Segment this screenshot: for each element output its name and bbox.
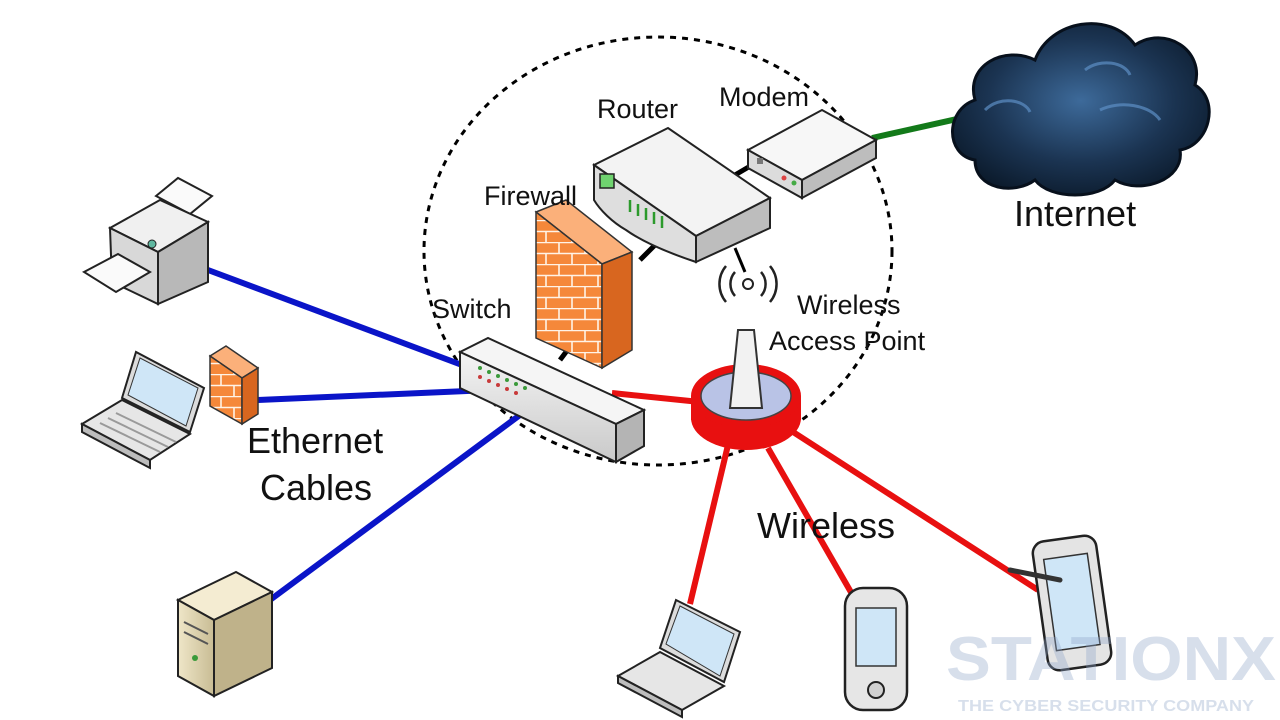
pda-icon	[843, 586, 909, 712]
stationx-watermark: STATIONX THE CYBER SECURITY COMPANY	[946, 625, 1276, 715]
firewall-label: Firewall	[484, 181, 577, 211]
ethernet-cable-printer	[206, 267, 472, 371]
firewall-icon	[534, 199, 634, 370]
modem-label: Modem	[719, 82, 809, 112]
wireless-link-laptop	[687, 444, 731, 605]
wap-label-line1: Wireless	[797, 290, 901, 320]
watermark-tagline: THE CYBER SECURITY COMPANY	[958, 698, 1254, 715]
firewall-router-link	[638, 243, 657, 262]
ethernet-cable-server	[268, 412, 522, 603]
router-ap-link	[733, 247, 747, 273]
router-label: Router	[597, 94, 678, 124]
switch-icon	[457, 336, 647, 464]
firewall-icon	[208, 345, 260, 426]
watermark-brand: STATIONX	[946, 625, 1276, 694]
access-point-icon	[691, 265, 801, 450]
laptop-icon	[615, 598, 742, 719]
ethernet-label-line2: Cables	[260, 467, 372, 508]
wireless-label: Wireless	[757, 505, 895, 546]
wap-label-line2: Access Point	[769, 326, 926, 356]
server-icon	[175, 570, 275, 698]
printer-icon	[81, 176, 214, 306]
wireless-link-pda	[765, 446, 855, 596]
switch-ap-link	[611, 390, 701, 405]
tablet-icon	[1007, 534, 1113, 672]
modem-icon	[745, 108, 879, 200]
cloud-icon	[951, 22, 1211, 197]
ethernet-label-line1: Ethernet	[247, 420, 383, 461]
wireless-link-tablet	[788, 427, 1040, 593]
ethernet-cable-laptop	[257, 387, 491, 403]
switch-label: Switch	[432, 294, 512, 324]
router-icon	[592, 126, 772, 264]
network-boundary	[422, 35, 894, 467]
internet-label: Internet	[1014, 193, 1136, 234]
laptop-icon	[79, 350, 206, 470]
